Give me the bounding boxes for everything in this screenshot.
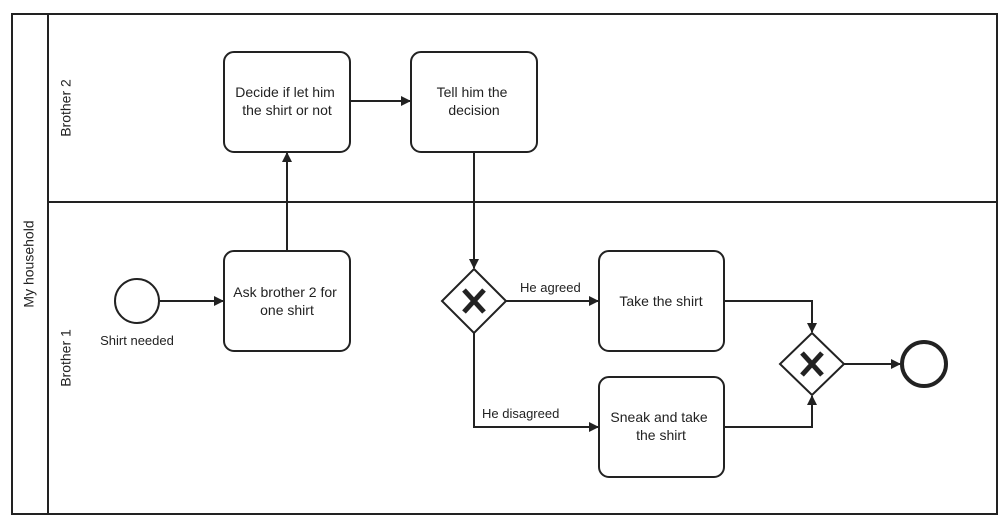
task-take-shirt[interactable]: Take the shirt xyxy=(598,250,725,352)
pool-label: My household xyxy=(21,220,37,307)
flow-label-disagreed: He disagreed xyxy=(482,406,559,421)
flow-take-to-merge xyxy=(724,300,817,333)
task-tell-line-1: Tell him the xyxy=(437,84,508,100)
lane-label-brother-1: Brother 1 xyxy=(58,329,74,387)
flow-label-agreed: He agreed xyxy=(520,280,581,295)
start-event-label: Shirt needed xyxy=(100,333,174,348)
task-ask-line-1: Ask brother 2 for xyxy=(233,284,337,300)
svg-text:Ask brother 2 for one sh: Ask brother 2 for one shirt xyxy=(233,284,340,318)
task-decide-line-1: Decide if let him xyxy=(235,84,335,100)
task-ask-brother[interactable]: Ask brother 2 for one shirt xyxy=(223,250,351,352)
svg-text:Take the shirt: Take the shirt xyxy=(619,293,702,309)
exclusive-gateway-merge[interactable] xyxy=(778,331,846,397)
start-event[interactable] xyxy=(114,278,160,324)
lane-brother-1: Brother 1 xyxy=(58,329,74,387)
task-tell-decision[interactable]: Tell him the decision xyxy=(410,51,538,153)
task-decide-line-2: the shirt or not xyxy=(242,102,332,118)
gateway-x-icon xyxy=(800,351,824,377)
flow-sneak-to-merge xyxy=(724,395,817,428)
task-ask-line-2: one shirt xyxy=(260,302,314,318)
svg-text:Sneak and take the shirt: Sneak and take the shirt xyxy=(610,409,711,443)
flow-disagreed xyxy=(473,333,599,432)
gateway-x-icon xyxy=(462,288,486,314)
lane-brother-2: Brother 2 xyxy=(48,79,997,203)
sequence-flows xyxy=(160,96,901,432)
lane-label-brother-2: Brother 2 xyxy=(58,79,74,137)
task-tell-line-2: decision xyxy=(448,102,499,118)
svg-text:Tell him the decision: Tell him the decision xyxy=(437,84,512,118)
task-sneak-line-1: Sneak and take xyxy=(610,409,708,425)
end-event[interactable] xyxy=(900,340,948,388)
task-sneak-line-2: the shirt xyxy=(636,427,686,443)
task-decide[interactable]: Decide if let him the shirt or not xyxy=(223,51,351,153)
task-sneak-shirt[interactable]: Sneak and take the shirt xyxy=(598,376,725,478)
exclusive-gateway-split[interactable] xyxy=(440,267,508,335)
svg-text:Decide if let him the sh: Decide if let him the shirt or not xyxy=(235,84,338,118)
task-take-line-1: Take the shirt xyxy=(619,293,702,309)
